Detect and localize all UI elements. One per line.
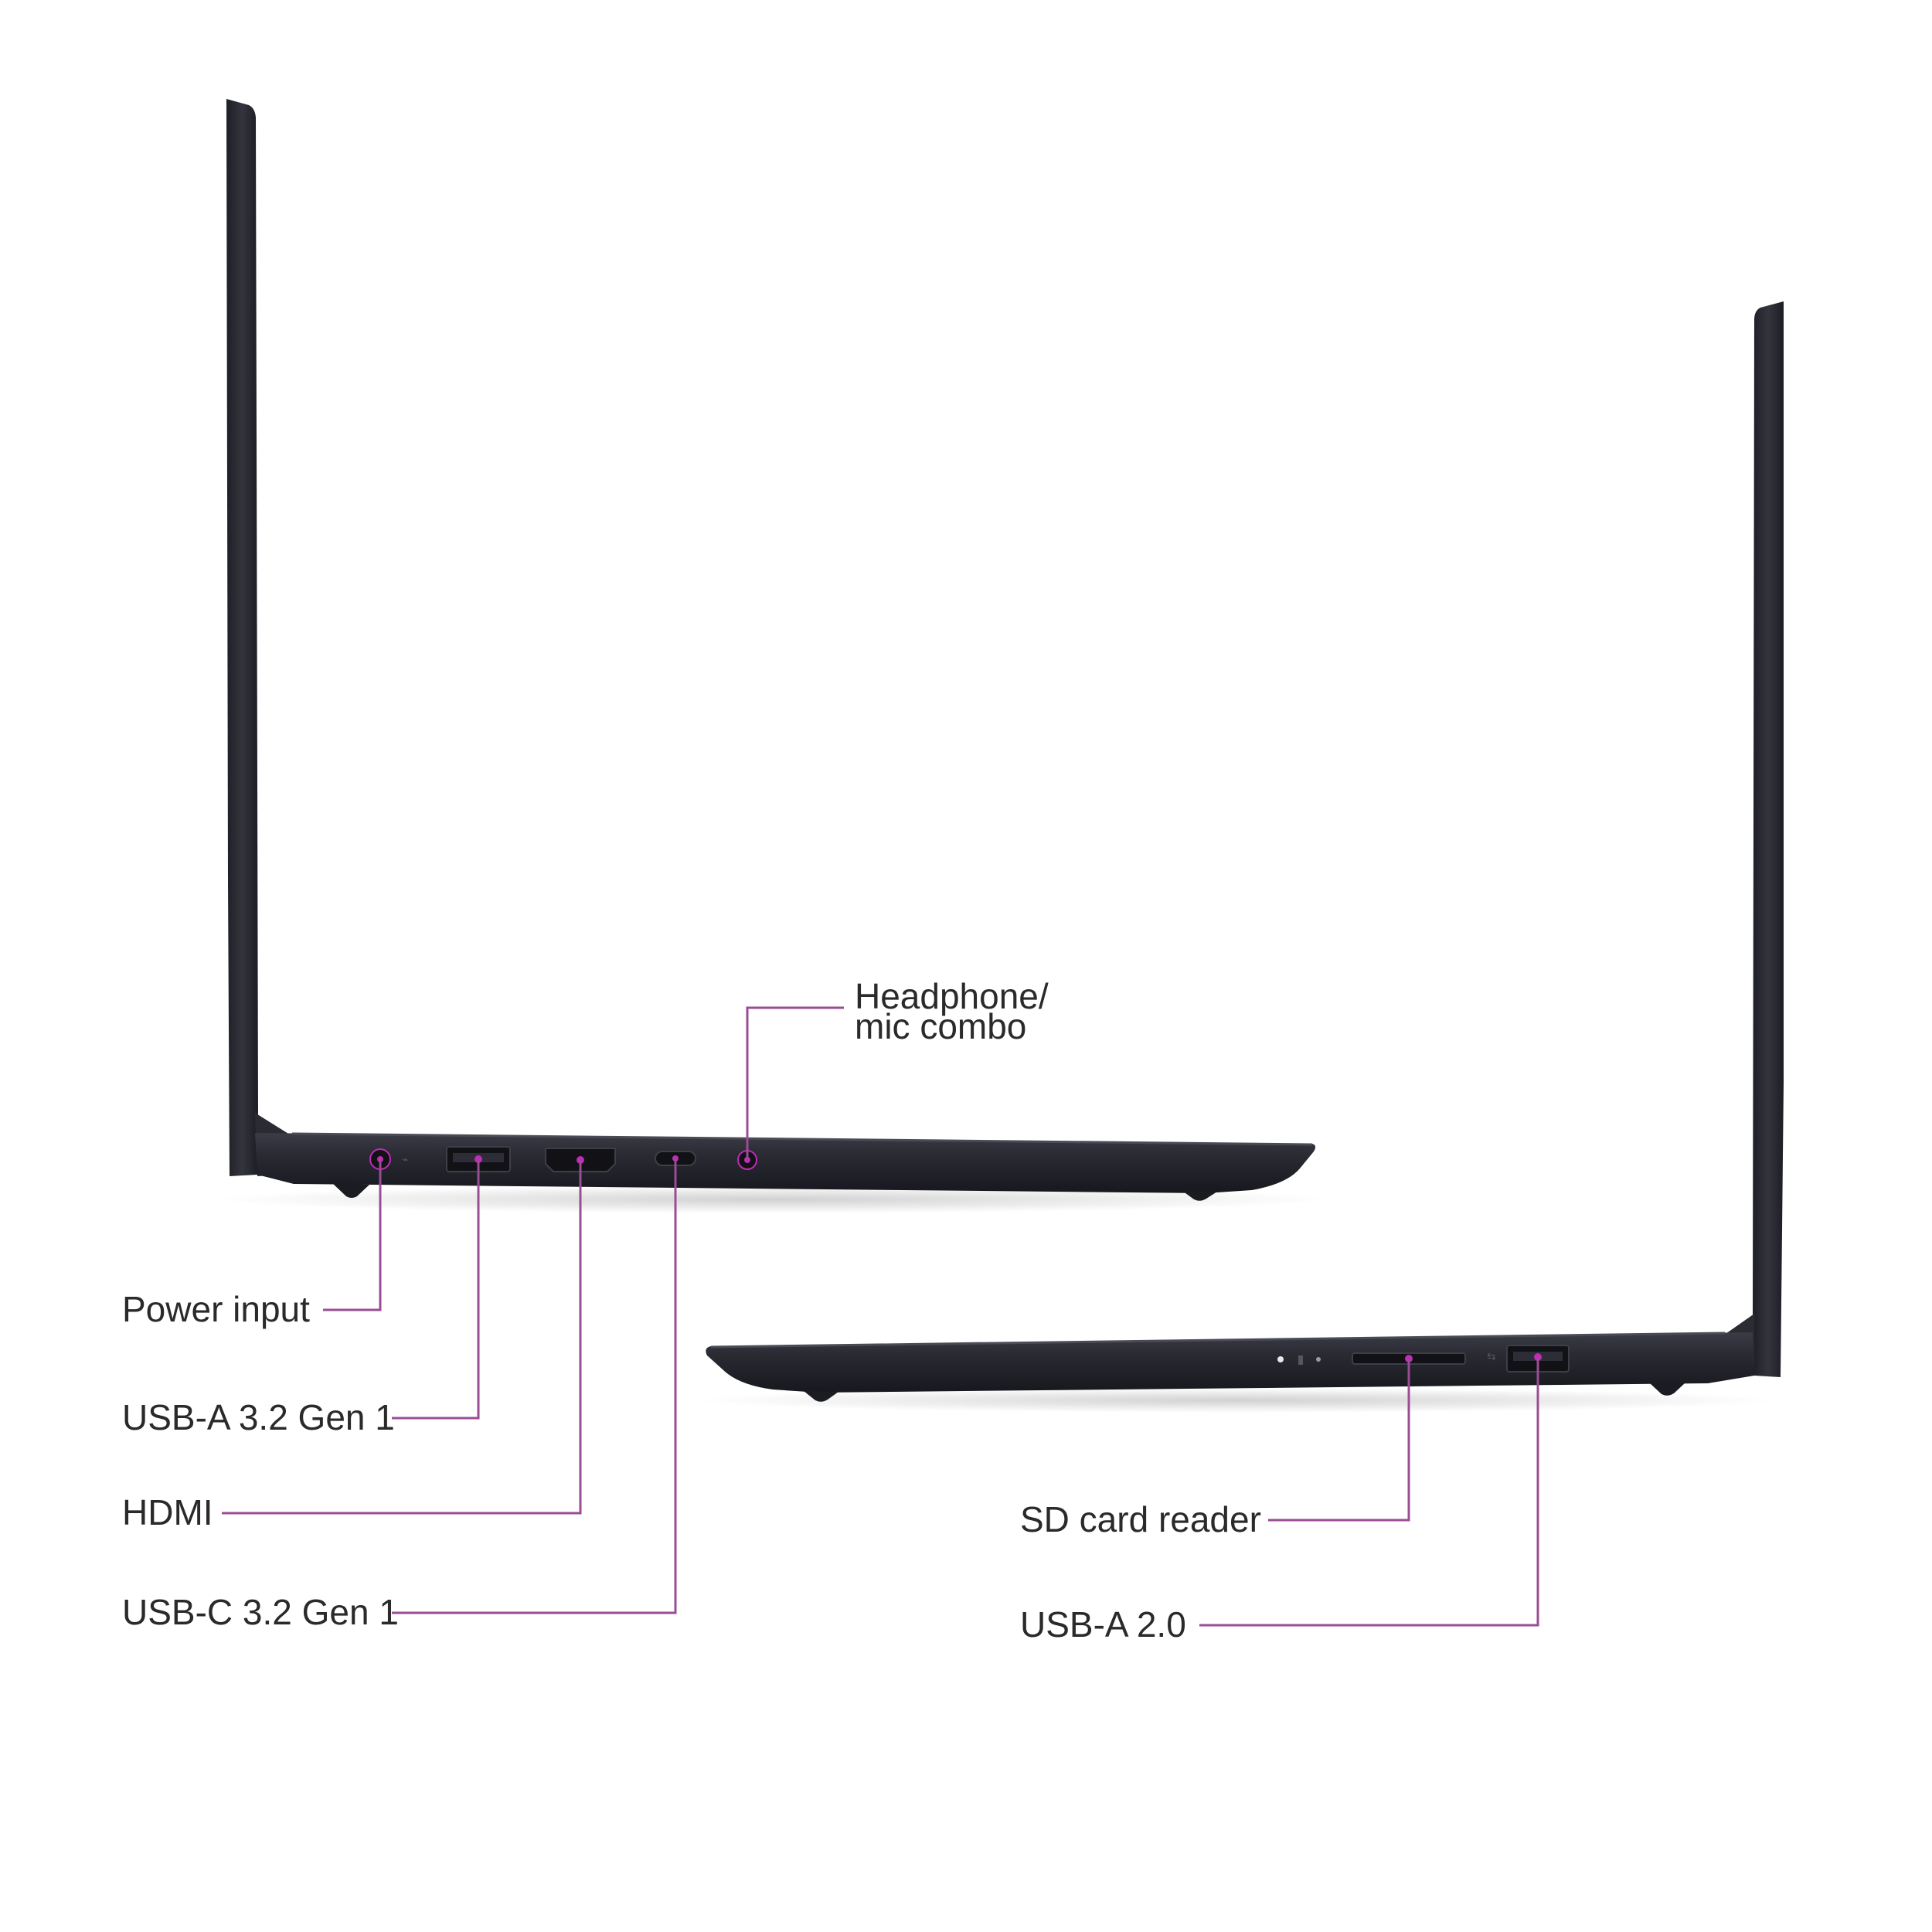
leader-line-sd-card — [1268, 1359, 1410, 1522]
leader-line-usb-c — [392, 1158, 677, 1614]
right-laptop-front-foot — [804, 1391, 838, 1402]
leader-line-usb-a-2-0 — [1199, 1357, 1539, 1627]
label-sd-card-reader: SD card reader — [1020, 1499, 1261, 1539]
left-laptop-base — [255, 1133, 1316, 1193]
left-laptop-front-foot — [332, 1183, 369, 1198]
label-hdmi: HDMI — [122, 1492, 213, 1532]
leader-line-headphone — [746, 1006, 844, 1160]
leader-line-usb-a-3-2 — [392, 1159, 480, 1420]
label-headphone-line1: Headphone/ — [855, 976, 1049, 1016]
left-laptop-shadow — [216, 1185, 1329, 1213]
right-laptop-shadow — [696, 1388, 1777, 1413]
right-laptop-lid — [1753, 301, 1784, 1377]
left-laptop: ⌁ — [216, 99, 1329, 1213]
right-laptop-base — [706, 1332, 1755, 1393]
leader-lines — [222, 1006, 1539, 1627]
label-usb-c-3-2-gen-1: USB-C 3.2 Gen 1 — [122, 1592, 399, 1632]
leader-line-power-input — [323, 1159, 382, 1311]
label-headphone-line2: mic combo — [855, 1006, 1026, 1046]
label-power-input: Power input — [122, 1289, 310, 1329]
status-led-icon — [1277, 1355, 1321, 1365]
leader-line-hdmi — [222, 1160, 582, 1515]
right-laptop: ⇆ — [696, 301, 1784, 1413]
svg-text:⌁: ⌁ — [402, 1153, 408, 1165]
left-laptop-lid — [226, 99, 258, 1176]
svg-text:⇆: ⇆ — [1487, 1350, 1496, 1362]
label-usb-a-2-0: USB-A 2.0 — [1020, 1604, 1186, 1645]
port-labels: Power input USB-A 3.2 Gen 1 HDMI USB-C 3… — [122, 976, 1261, 1645]
right-laptop-rear-foot — [1650, 1383, 1685, 1396]
right-laptop-base-edge — [710, 1332, 1726, 1349]
left-laptop-base-edge — [291, 1132, 1313, 1146]
label-usb-a-3-2-gen-1: USB-A 3.2 Gen 1 — [122, 1397, 395, 1437]
left-laptop-rear-foot — [1182, 1191, 1217, 1201]
